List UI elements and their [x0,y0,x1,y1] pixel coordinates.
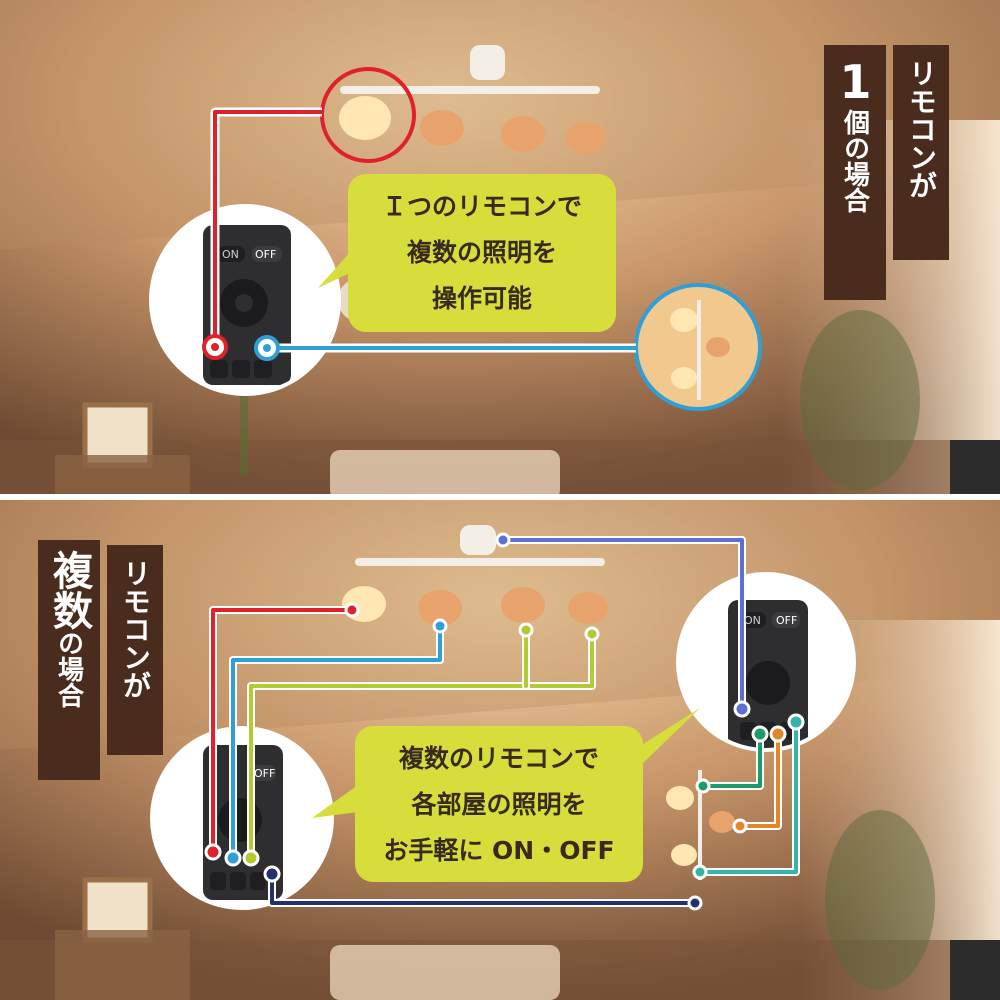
side-label-remote-ga: リモコンが [107,545,163,755]
bubble-text: Ｉつのリモコンで 複数の照明を 操作可能 [350,184,614,322]
top-diagram-overlay [149,67,762,411]
side-label-plural: 複数 [46,550,92,630]
side-label-multiple-case: 複数 の場合 [38,540,100,780]
bubble-line-2: 複数の照明を [406,238,557,267]
side-label-remote-ga: リモコンが [893,45,949,260]
bubble-line-1: Ｉつのリモコンで [381,192,582,221]
bubble-line-3: 操作可能 [431,284,532,313]
bubble-line-1: 複数のリモコンで [398,744,599,773]
remote-off-button-label-right: OFF [776,614,798,627]
remote-off-button-label-left: OFF [254,767,276,780]
remote-zoom-circle-left [150,726,334,910]
bottom-diagram-overlay [150,532,856,911]
green-connector-line [701,733,762,788]
side-label-case: 個の場合 [839,109,870,213]
speech-bubble [312,708,700,882]
navy-connector-line [270,873,697,905]
side-label-case: の場合 [53,630,84,708]
floor-lamp-zoom-circle [634,283,762,411]
bubble-text: 複数のリモコンで 各部屋の照明を お手軽に ON・OFF [357,736,641,874]
remote-on-button-label: ON [222,248,239,261]
purple-connector-line [501,538,744,710]
side-label-count: 1 [828,55,883,109]
speech-bubble [318,174,616,332]
blue-connector-line [231,626,442,859]
red-connector-line [211,608,354,853]
remote-zoom-circle [149,204,341,396]
remote-on-button-label-right: ON [744,614,761,627]
bubble-line-2: 各部屋の照明を [411,790,587,819]
multiple-remote-panel: OFF ON OFF 複数のリモコンで 各部屋の照明を お手軽に ON・OFF … [0,500,1000,1000]
bubble-line-3: お手軽に ON・OFF [383,836,615,865]
side-label-single-case: 1 個の場合 [824,45,886,300]
orange-connector-line [738,733,780,828]
yellow-green-connector-line [249,634,594,859]
remote-off-button-label: OFF [255,248,277,261]
remote-zoom-circle-right [676,572,856,752]
red-connector-line [213,110,322,346]
teal-connector-line [698,720,798,874]
panel-divider [0,494,1000,504]
single-remote-panel: ON OFF Ｉつのリモコンで 複数の照明を 操作可能 リモコンが 1 個の場合 [0,0,1000,500]
highlight-circle-ceiling-light [320,67,416,163]
